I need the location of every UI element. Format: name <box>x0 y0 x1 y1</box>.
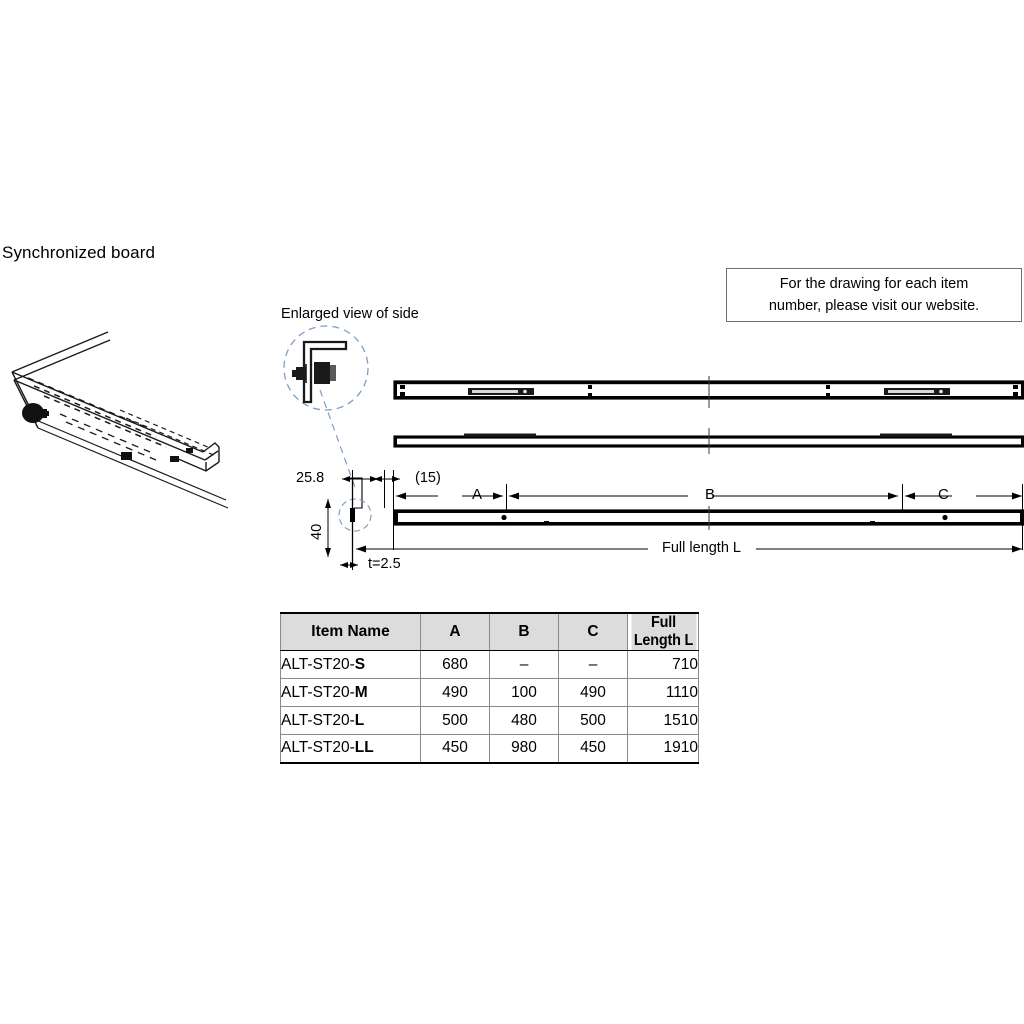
note-line-2: number, please visit our website. <box>768 298 980 314</box>
dimension-pitch-line <box>370 470 420 490</box>
item-suffix: M <box>354 683 368 701</box>
detail-circle <box>283 325 369 411</box>
table-row: ALT-ST20-S 680 – – 710 <box>280 650 699 679</box>
knob-detail <box>22 403 49 423</box>
item-prefix: ALT-ST20- <box>281 655 355 673</box>
cell-a: 680 <box>420 650 490 679</box>
cell-c: 450 <box>558 734 628 764</box>
col-header-full-length: Full Length L <box>629 612 697 651</box>
cell-c: 500 <box>558 706 628 735</box>
cell-item-name: ALT-ST20-S <box>280 650 421 679</box>
ext-line-ab <box>506 484 507 524</box>
cell-c: 490 <box>558 678 628 707</box>
slot-feature-left <box>468 388 534 395</box>
cell-b: 100 <box>489 678 559 707</box>
note-line-1: For the drawing for each item <box>779 275 969 292</box>
cell-b: – <box>489 650 559 679</box>
cell-full-length: 1110 <box>627 678 699 707</box>
cell-item-name: ALT-ST20-LL <box>280 734 421 764</box>
dimension-offset-label: 25.8 <box>296 470 325 486</box>
cell-a: 450 <box>420 734 490 764</box>
table-body: ALT-ST20-S 680 – – 710 ALT-ST20-M 490 10… <box>280 650 699 764</box>
rail-view-middle <box>392 428 1024 456</box>
item-suffix: S <box>354 655 366 673</box>
col-header-a: A <box>420 612 490 651</box>
cell-full-length: 1910 <box>627 734 699 764</box>
detail-view-label: Enlarged view of side <box>281 306 419 322</box>
item-prefix: ALT-ST20- <box>281 683 355 701</box>
cell-b: 480 <box>489 706 559 735</box>
table-row: ALT-ST20-L 500 480 500 1510 <box>280 706 699 735</box>
ext-line-mid <box>384 470 385 508</box>
rail-view-top <box>392 376 1024 410</box>
cell-c: – <box>558 650 628 679</box>
item-prefix: ALT-ST20- <box>281 711 355 729</box>
dimension-a-label: A <box>472 486 483 503</box>
cell-a: 500 <box>420 706 490 735</box>
detail-leader-line <box>300 389 370 500</box>
table-row: ALT-ST20-M 490 100 490 1110 <box>280 678 699 707</box>
item-prefix: ALT-ST20- <box>281 739 355 757</box>
dimension-pitch-label: (15) <box>415 470 441 486</box>
slot-feature-right <box>884 388 950 395</box>
cell-a: 490 <box>420 678 490 707</box>
cell-item-name: ALT-ST20-L <box>280 706 421 735</box>
item-suffix: L <box>354 711 365 729</box>
dimension-full-length-label: Full length L <box>662 540 741 556</box>
ext-line-bc <box>902 484 903 524</box>
table-row: ALT-ST20-LL 450 980 450 1910 <box>280 734 699 764</box>
cell-full-length: 710 <box>627 650 699 679</box>
dimension-height-label: 40 <box>309 523 325 540</box>
website-note-box: For the drawing for each item number, pl… <box>726 268 1022 322</box>
col-header-b: B <box>489 612 559 651</box>
dimension-thickness-label: t=2.5 <box>368 556 401 572</box>
isometric-view <box>0 310 240 509</box>
dimension-b-label: B <box>705 486 716 503</box>
cell-full-length: 1510 <box>627 706 699 735</box>
col-header-item-name: Item Name <box>280 612 421 651</box>
table-header-row: Item Name A B C Full Length L <box>280 612 699 651</box>
dimension-height-line <box>318 495 338 567</box>
ext-line-left <box>352 470 353 570</box>
rail-view-bottom <box>392 506 1024 532</box>
cell-item-name: ALT-ST20-M <box>280 678 421 707</box>
item-suffix: LL <box>354 739 374 757</box>
dimension-c-label: C <box>938 486 949 503</box>
col-header-c: C <box>558 612 628 651</box>
enlarged-detail-view <box>272 322 392 432</box>
spec-table: Item Name A B C Full Length L ALT-ST20-S… <box>280 612 699 764</box>
dimension-full-length-line <box>352 538 1024 560</box>
cell-b: 980 <box>489 734 559 764</box>
dimension-chain-abc <box>392 484 1024 508</box>
page-title: Synchronized board <box>2 243 156 262</box>
